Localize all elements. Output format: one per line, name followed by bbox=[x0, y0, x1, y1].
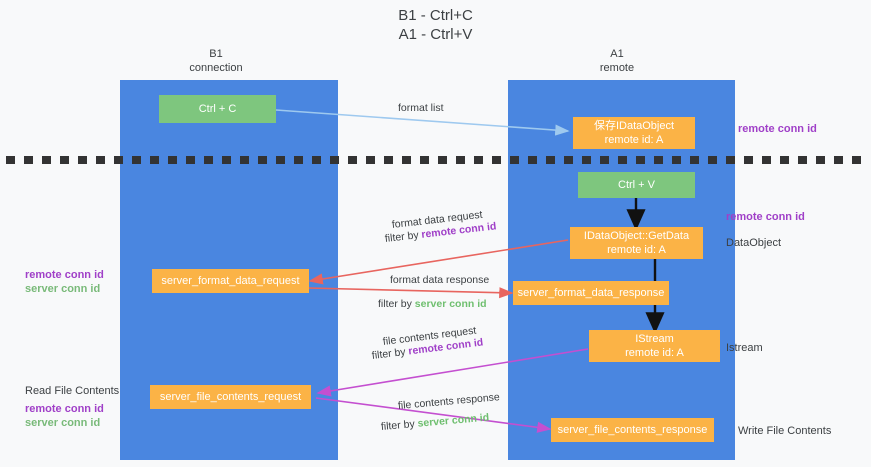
box-server-file-contents-request-label: server_file_contents_request bbox=[159, 391, 302, 403]
column-a1-name: A1 bbox=[610, 48, 624, 60]
filter-prefix-2: filter by bbox=[378, 298, 415, 310]
title-line-1: B1 - Ctrl+C bbox=[398, 7, 473, 24]
label-left-server-conn-id-mid: server conn id bbox=[25, 283, 101, 295]
box-server-format-data-request-label: server_format_data_request bbox=[161, 275, 300, 287]
arrow-label-format-list: format list bbox=[398, 102, 444, 114]
box-server-format-data-response[interactable]: server_format_data_response bbox=[513, 281, 669, 305]
box-server-file-contents-request[interactable]: server_file_contents_request bbox=[150, 385, 311, 409]
filter-prefix-3: filter by bbox=[371, 345, 410, 362]
arrow-label-format-data-response: format data response bbox=[390, 274, 490, 286]
label-right-remote-conn-id-top: remote conn id bbox=[738, 123, 817, 135]
title-line-2: A1 - Ctrl+V bbox=[398, 26, 473, 43]
filter-prefix-4: filter by bbox=[380, 417, 419, 433]
box-istream-title: IStream bbox=[635, 333, 674, 345]
label-right-dataobject: DataObject bbox=[726, 237, 782, 249]
arrow-label-file-contents-response-filter: filter by server conn id bbox=[380, 412, 489, 434]
label-left-read-file-contents: Read File Contents bbox=[25, 385, 120, 397]
box-ctrl-v-label: Ctrl + V bbox=[618, 179, 655, 191]
column-b1-role: connection bbox=[189, 62, 243, 74]
box-server-format-data-request[interactable]: server_format_data_request bbox=[152, 269, 309, 293]
column-a1-role: remote bbox=[599, 62, 635, 74]
label-right-istream: Istream bbox=[726, 342, 763, 354]
box-server-format-data-response-label: server_format_data_response bbox=[517, 287, 665, 299]
box-istream[interactable]: IStream remote id: A bbox=[589, 330, 720, 362]
label-right-remote-conn-id-mid: remote conn id bbox=[726, 211, 805, 223]
label-left-remote-conn-id-bottom: remote conn id bbox=[25, 403, 104, 415]
filter-key-4: server conn id bbox=[417, 411, 490, 430]
label-left-remote-conn-id-mid: remote conn id bbox=[25, 269, 104, 281]
filter-prefix-1: filter by bbox=[384, 228, 423, 245]
box-idataobject-getdata[interactable]: IDataObject::GetData remote id: A bbox=[570, 227, 703, 259]
box-save-idataobject-title: 保存IDataObject bbox=[593, 120, 675, 132]
arrow-label-file-contents-response: file contents response bbox=[397, 391, 501, 412]
box-save-idataobject[interactable]: 保存IDataObject remote id: A bbox=[573, 117, 695, 149]
box-idataobject-getdata-subtitle: remote id: A bbox=[607, 244, 666, 256]
box-ctrl-c-label: Ctrl + C bbox=[198, 103, 237, 115]
column-header-a1: A1 remote bbox=[547, 47, 687, 75]
label-left-server-conn-id-bottom: server conn id bbox=[25, 417, 101, 429]
arrow-label-format-data-response-filter: filter by server conn id bbox=[378, 298, 487, 311]
box-save-idataobject-subtitle: remote id: A bbox=[604, 134, 664, 146]
box-istream-subtitle: remote id: A bbox=[625, 347, 684, 359]
box-server-file-contents-response-label: server_file_contents_response bbox=[557, 424, 708, 436]
box-ctrl-v[interactable]: Ctrl + V bbox=[578, 172, 695, 198]
box-idataobject-getdata-title: IDataObject::GetData bbox=[583, 230, 690, 242]
column-header-b1: B1 connection bbox=[146, 47, 286, 75]
box-ctrl-c[interactable]: Ctrl + C bbox=[159, 95, 276, 123]
filter-key-2: server conn id bbox=[414, 298, 487, 310]
box-server-file-contents-response[interactable]: server_file_contents_response bbox=[551, 418, 714, 442]
diagram-title: B1 - Ctrl+C A1 - Ctrl+V bbox=[0, 6, 871, 44]
label-right-write-file-contents: Write File Contents bbox=[738, 425, 832, 437]
column-b1-name: B1 bbox=[209, 48, 223, 60]
